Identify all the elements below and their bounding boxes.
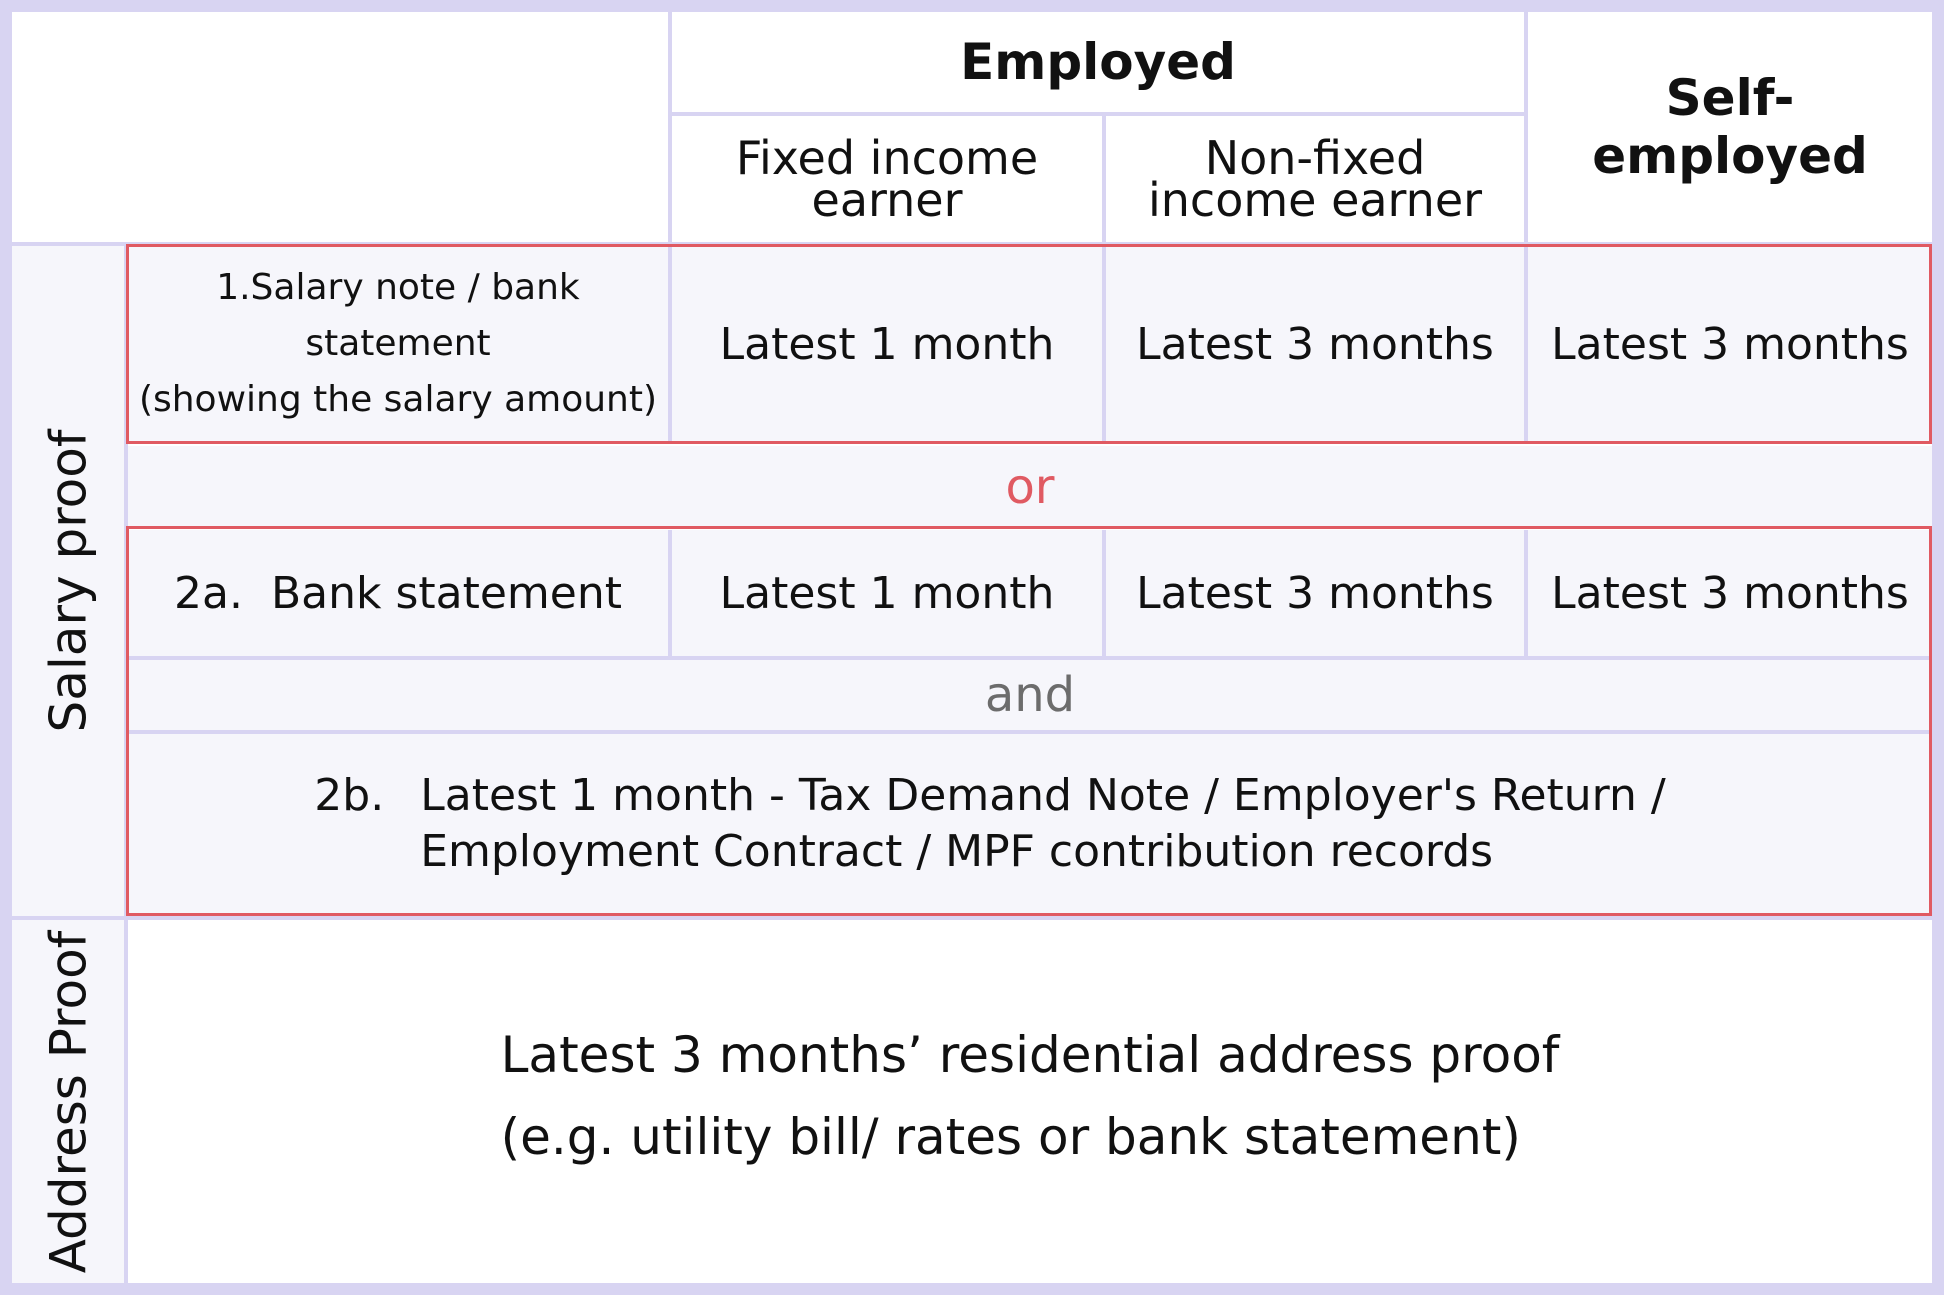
row1-label-line1: 1.Salary note / bank statement xyxy=(216,267,580,364)
grid-line-row1-c xyxy=(1524,246,1528,442)
row2a-non-fixed: Latest 3 months xyxy=(1106,530,1524,656)
grid-line-self-col-header xyxy=(1524,12,1528,242)
row2a-non-fixed-text: Latest 3 months xyxy=(1136,567,1494,619)
row1-label: 1.Salary note / bank statement (showing … xyxy=(128,246,668,442)
grid-line-row2a-b xyxy=(1102,530,1106,656)
side-label-salary-proof: Salary proof xyxy=(12,246,124,916)
connector-or: or xyxy=(128,446,1932,528)
grid-line-row1-b xyxy=(1102,246,1106,442)
connector-and-text: and xyxy=(984,667,1076,723)
header-self-employed: Self-employed xyxy=(1528,12,1932,242)
grid-line-row1-a xyxy=(668,246,672,442)
row2b: 2b. Latest 1 month - Tax Demand Note / E… xyxy=(128,734,1932,914)
row1-non-fixed: Latest 3 months xyxy=(1106,246,1524,442)
grid-line-employed-bottom xyxy=(672,112,1524,116)
grid-line-row2a-bottom xyxy=(128,656,1932,660)
header-self-employed-text: Self-employed xyxy=(1592,69,1868,185)
row1-label-line2: (showing the salary amount) xyxy=(138,379,658,420)
address-requirement: Latest 3 months’ residential address pro… xyxy=(128,920,1932,1283)
row1-self-employed: Latest 3 months xyxy=(1528,246,1932,442)
connector-or-text: or xyxy=(1005,459,1055,515)
row1-non-fixed-text: Latest 3 months xyxy=(1136,318,1494,370)
row2a-self-employed: Latest 3 months xyxy=(1528,530,1932,656)
header-fixed-income: Fixed income earner xyxy=(672,116,1102,242)
row1-fixed: Latest 1 month xyxy=(672,246,1102,442)
grid-line-label-col xyxy=(668,12,672,242)
grid-line-row2a-c xyxy=(1524,530,1528,656)
grid-line-and-bottom xyxy=(128,730,1932,734)
address-line2: (e.g. utility bill/ rates or bank statem… xyxy=(500,1107,1521,1166)
row2a-fixed-text: Latest 1 month xyxy=(719,567,1055,619)
header-non-fixed-income-line1: Non-fixed xyxy=(1204,131,1426,185)
row2a-label-text: 2a. Bank statement xyxy=(174,568,622,619)
grid-line-header-bottom xyxy=(12,242,1932,246)
side-label-address-proof-text: Address Proof xyxy=(39,930,97,1273)
row2b-line1: Latest 1 month - Tax Demand Note / Emplo… xyxy=(420,770,1666,821)
row2a-fixed: Latest 1 month xyxy=(672,530,1102,656)
address-line1: Latest 3 months’ residential address pro… xyxy=(500,1025,1560,1084)
header-non-fixed-income: Non-fixed income earner xyxy=(1106,116,1524,242)
header-non-fixed-income-line2: income earner xyxy=(1147,173,1483,227)
header-fixed-income-line1: Fixed income xyxy=(735,131,1039,185)
row2a-label: 2a. Bank statement xyxy=(128,530,668,656)
grid-line-side-col xyxy=(124,246,128,1283)
row1-self-employed-text: Latest 3 months xyxy=(1551,318,1909,370)
header-employed-text: Employed xyxy=(960,33,1236,91)
row1-fixed-text: Latest 1 month xyxy=(719,318,1055,370)
grid-line-row2a-a xyxy=(668,530,672,656)
grid-line-salary-address xyxy=(12,916,1932,920)
header-employed: Employed xyxy=(672,12,1524,112)
row2b-line2: Employment Contract / MPF contribution r… xyxy=(420,826,1494,877)
side-label-salary-proof-text: Salary proof xyxy=(39,429,97,733)
row2a-label-name: Bank statement xyxy=(270,567,622,619)
row2b-number: 2b. xyxy=(314,770,385,821)
row2a-number: 2a. xyxy=(174,567,243,619)
header-fixed-income-line2: earner xyxy=(811,173,963,227)
connector-and: and xyxy=(128,660,1932,730)
row2a-self-employed-text: Latest 3 months xyxy=(1551,567,1909,619)
grid-line-fixed-col-header xyxy=(1102,116,1106,242)
side-label-address-proof: Address Proof xyxy=(12,920,124,1283)
